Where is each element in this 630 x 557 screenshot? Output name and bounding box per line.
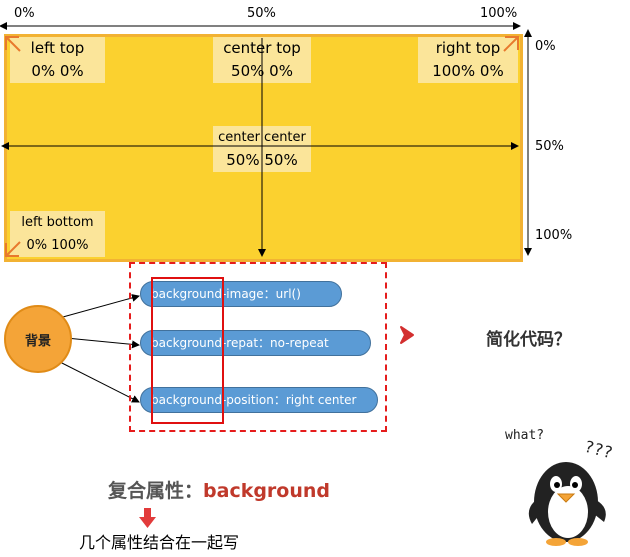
composite-description: 几个属性结合在一起写 [79, 533, 240, 552]
composite-property-title: 复合属性：background [108, 476, 330, 503]
axis-label-0-percent: 0% [14, 6, 35, 21]
corner-mark-top-right [503, 36, 519, 52]
axis-label-50-percent: 50% [247, 6, 276, 21]
position-right-top: right top 100% 0% [418, 37, 518, 83]
simplify-question: 简化代码？ [486, 330, 571, 350]
arrow-to-position [55, 359, 140, 403]
position-left-bottom-values: 0% 100% [26, 238, 89, 253]
property-background-image: background-image：url() [140, 281, 342, 307]
axis-label-right-0-percent: 0% [535, 39, 556, 54]
prefix-highlight [151, 277, 224, 424]
position-left-top-values: 0% 0% [31, 62, 84, 80]
background-node: 背景 [4, 305, 72, 373]
arrow-to-repeat [65, 337, 140, 349]
down-arrow-icon [139, 508, 156, 528]
properties-group [129, 262, 387, 432]
corner-mark-top-left [5, 36, 21, 52]
corner-mark-bottom-left [5, 241, 21, 257]
position-right-top-values: 100% 0% [432, 62, 504, 80]
position-left-top-keywords: left top [30, 39, 85, 57]
position-left-top: left top 0% 0% [10, 37, 105, 83]
position-left-bottom: left bottom 0% 100% [10, 211, 105, 257]
property-background-position: background-position：right center [140, 387, 378, 413]
simplify-arrow-icon [400, 326, 414, 344]
penguin-speech: what? [505, 428, 545, 443]
axis-label-100-percent: 100% [480, 6, 518, 21]
axis-label-right-50-percent: 50% [535, 139, 564, 154]
property-background-repeat: background-repat：no-repeat [140, 330, 371, 356]
position-left-bottom-keywords: left bottom [21, 215, 94, 230]
composite-keyword: background [203, 480, 331, 502]
position-right-top-keywords: right top [435, 39, 501, 57]
arrow-to-image [51, 294, 140, 321]
axis-label-right-100-percent: 100% [535, 228, 573, 243]
penguin-icon [528, 462, 606, 546]
composite-label: 复合属性： [108, 480, 204, 502]
